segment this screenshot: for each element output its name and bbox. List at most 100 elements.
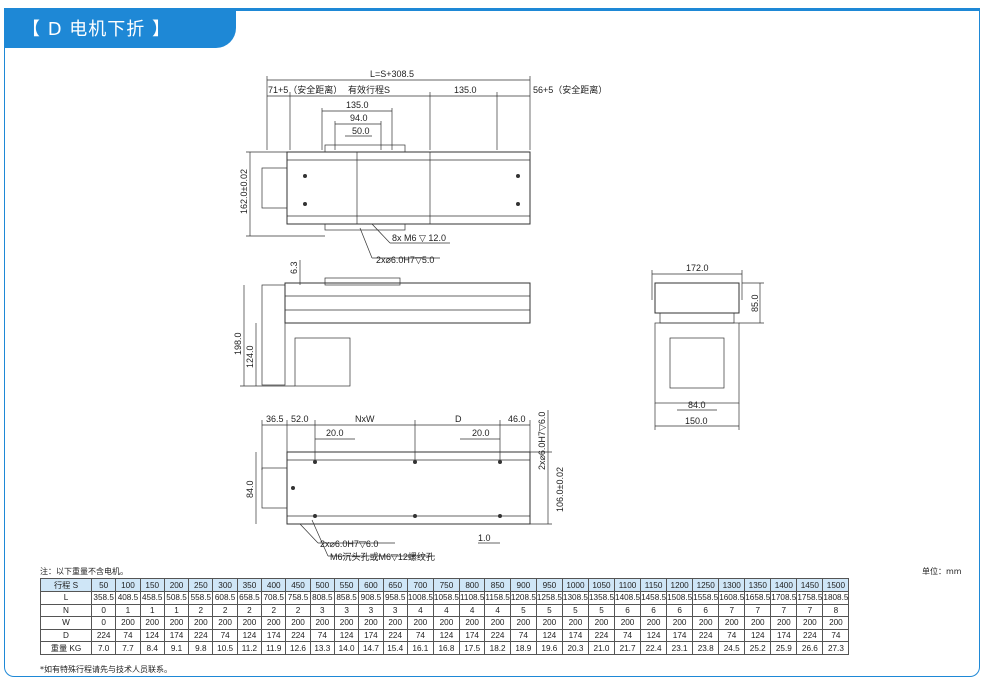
table-cell: 1350 xyxy=(744,578,772,592)
page-frame xyxy=(4,8,980,677)
table-cell: 1758.5 xyxy=(796,591,824,605)
table-cell: 24.5 xyxy=(718,641,746,656)
table-cell: 2 xyxy=(236,603,263,618)
table-cell: 7.0 xyxy=(90,641,117,656)
table-cell: 1258.5 xyxy=(535,591,563,605)
table-cell: 7 xyxy=(744,603,772,618)
table-cell: 1608.5 xyxy=(718,591,746,605)
table-cell: 3 xyxy=(358,603,384,618)
table-cell: 200 xyxy=(666,616,694,630)
table-cell: 18.2 xyxy=(484,641,511,656)
table-cell: 50 xyxy=(90,578,117,592)
table-cell: 200 xyxy=(770,616,798,630)
table-cell: 124 xyxy=(535,628,563,643)
table-cell: 458.5 xyxy=(139,591,165,605)
table-cell: 200 xyxy=(115,616,141,630)
table-cell: 1000 xyxy=(561,578,589,592)
table-cell: 200 xyxy=(188,616,214,630)
table-cell: 4 xyxy=(458,603,486,618)
table-cell: 200 xyxy=(333,616,360,630)
table-cell: 14.0 xyxy=(333,641,360,656)
table-cell: 124 xyxy=(333,628,360,643)
table-cell: 200 xyxy=(163,578,190,592)
dim-6-3: 6.3 xyxy=(289,261,299,274)
dim-50: 50.0 xyxy=(352,126,370,136)
table-cell: 11.9 xyxy=(261,641,287,656)
table-cell: 200 xyxy=(458,616,486,630)
table-cell: 18.9 xyxy=(509,641,537,656)
table-cell: 1658.5 xyxy=(744,591,772,605)
dim-36-5: 36.5 xyxy=(266,414,284,424)
table-cell: 1300 xyxy=(718,578,746,592)
table-cell: 224 xyxy=(382,628,408,643)
table-cell: 27.3 xyxy=(822,641,850,656)
header-line xyxy=(4,8,980,11)
table-cell: 4 xyxy=(484,603,511,618)
table-cell: 6 xyxy=(666,603,694,618)
table-cell: 200 xyxy=(139,616,165,630)
table-cell: 74 xyxy=(406,628,434,643)
table-cell: 808.5 xyxy=(309,591,335,605)
table-cell: 200 xyxy=(614,616,642,630)
table-cell: 1450 xyxy=(796,578,824,592)
table-cell: 174 xyxy=(163,628,190,643)
table-cell: 200 xyxy=(718,616,746,630)
table-cell: 16.1 xyxy=(406,641,434,656)
table-cell: 558.5 xyxy=(188,591,214,605)
table-cell: 1308.5 xyxy=(561,591,589,605)
table-cell: 758.5 xyxy=(285,591,311,605)
table-cell: 9.8 xyxy=(188,641,214,656)
row-label: D xyxy=(40,628,92,643)
table-cell: 2 xyxy=(212,603,238,618)
footnote: *如有特殊行程请先与技术人员联系。 xyxy=(40,665,172,674)
table-cell: 1 xyxy=(139,603,165,618)
dim-84-end: 84.0 xyxy=(688,400,706,410)
table-cell: 6 xyxy=(692,603,720,618)
table-cell: 200 xyxy=(261,616,287,630)
table-cell: 200 xyxy=(163,616,190,630)
table-cell: 5 xyxy=(535,603,563,618)
table-cell: 174 xyxy=(261,628,287,643)
tapped-note: M6沉头孔或M6▽12螺纹孔 xyxy=(330,551,435,562)
dim-20-b: 20.0 xyxy=(472,428,490,438)
dim-46: 46.0 xyxy=(508,414,526,424)
table-cell: 13.3 xyxy=(309,641,335,656)
table-cell: 5 xyxy=(509,603,537,618)
table-cell: 5 xyxy=(587,603,616,618)
table-cell: 124 xyxy=(236,628,263,643)
table-cell: 200 xyxy=(406,616,434,630)
table-cell: 6 xyxy=(640,603,668,618)
table-cell: 250 xyxy=(188,578,214,592)
table-cell: 200 xyxy=(744,616,772,630)
table-cell: 2 xyxy=(261,603,287,618)
dim-85: 85.0 xyxy=(750,294,760,312)
table-cell: 15.4 xyxy=(382,641,408,656)
dim-106: 106.0±0.02 xyxy=(555,467,565,512)
dim-84-bottom: 84.0 xyxy=(245,480,255,498)
table-cell: 200 xyxy=(358,616,384,630)
table-cell: 14.7 xyxy=(358,641,384,656)
table-cell: 1358.5 xyxy=(587,591,616,605)
table-cell: 74 xyxy=(614,628,642,643)
table-cell: 450 xyxy=(285,578,311,592)
table-cell: 7.7 xyxy=(115,641,141,656)
table-cell: 22.4 xyxy=(640,641,668,656)
unit-label: 单位：mm xyxy=(922,567,962,576)
table-cell: 224 xyxy=(796,628,824,643)
table-cell: 9.1 xyxy=(163,641,190,656)
dim-172: 172.0 xyxy=(686,263,709,273)
table-cell: 74 xyxy=(309,628,335,643)
dim-stroke: 有效行程S xyxy=(348,84,390,95)
table-cell: 1400 xyxy=(770,578,798,592)
table-cell: 74 xyxy=(212,628,238,643)
dim-135: 135.0 xyxy=(346,100,369,110)
table-cell: 1 xyxy=(163,603,190,618)
dim-1: 1.0 xyxy=(478,533,491,543)
page-title: 【 D 电机下折 】 xyxy=(22,19,172,40)
table-cell: 200 xyxy=(587,616,616,630)
table-cell: 1500 xyxy=(822,578,850,592)
table-cell: 100 xyxy=(115,578,141,592)
table-cell: 25.9 xyxy=(770,641,798,656)
